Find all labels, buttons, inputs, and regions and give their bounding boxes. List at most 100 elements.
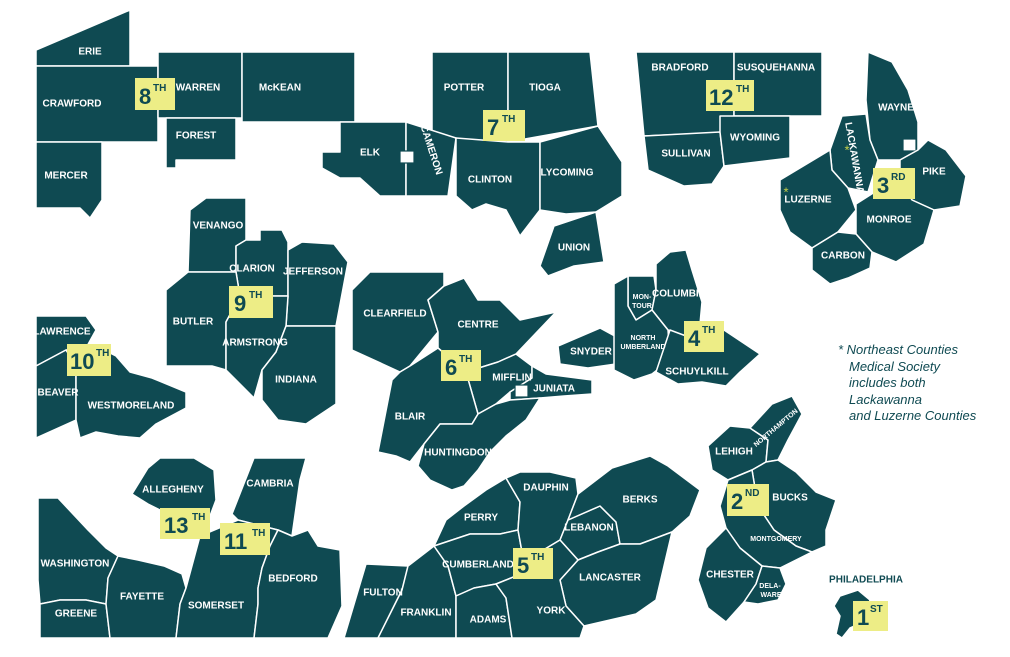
label-clinton: CLINTON (468, 175, 512, 186)
county-forest[interactable] (165, 117, 237, 169)
county-washington[interactable] (37, 497, 119, 605)
county-elk[interactable] (321, 121, 407, 197)
label-somerset: SOMERSET (188, 601, 244, 612)
label-butler: BUTLER (173, 317, 214, 328)
district-1-suffix: ST (870, 604, 883, 615)
county-lycoming[interactable] (539, 125, 623, 215)
county-delaware[interactable] (743, 565, 787, 605)
district-badge-10[interactable]: 10 TH (67, 344, 111, 376)
district-8-number: 8 (139, 84, 151, 109)
county-northumberland[interactable] (613, 275, 671, 381)
district-badge-13[interactable]: 13 TH (160, 508, 210, 539)
label-york: YORK (537, 606, 567, 617)
county-cameron[interactable] (405, 121, 457, 197)
label-clearfield: CLEARFIELD (363, 309, 426, 320)
label-mckean: McKEAN (259, 83, 301, 94)
county-indiana[interactable] (261, 325, 337, 425)
district-4-suffix: TH (702, 325, 715, 336)
footnote-line-2: Medical Society (849, 358, 941, 374)
district-11-suffix: TH (252, 528, 265, 539)
county-crawford[interactable] (35, 65, 159, 143)
district-8-region (35, 9, 356, 219)
label-franklin: FRANKLIN (400, 608, 451, 619)
label-snyder: SNYDER (570, 347, 612, 358)
district-6-number: 6 (445, 355, 457, 380)
district-13-number: 13 (164, 513, 188, 538)
district-badge-2[interactable]: 2 ND (727, 484, 769, 516)
district-badge-8[interactable]: 8 TH (135, 78, 175, 110)
label-armstrong: ARMSTRONG (222, 338, 288, 349)
district-badge-11[interactable]: 11 TH (220, 523, 270, 555)
label-wayne: WAYNE (878, 103, 914, 114)
district-2-number: 2 (731, 489, 743, 514)
juniata-inset-box (514, 384, 529, 398)
district-2-region (697, 395, 871, 639)
district-11-number: 11 (224, 529, 247, 554)
county-bedford[interactable] (253, 529, 343, 639)
label-lebanon: LEBANON (564, 523, 613, 534)
label-schuylkill: SCHUYLKILL (665, 367, 728, 378)
county-union[interactable] (539, 211, 605, 277)
lackawanna-asterisk: * (844, 142, 849, 157)
label-pike: PIKE (922, 167, 946, 178)
label-union: UNION (558, 243, 590, 254)
label-jefferson: JEFFERSON (283, 267, 343, 278)
county-mercer[interactable] (35, 141, 103, 219)
label-elk: ELK (360, 148, 381, 159)
label-beaver: BEAVER (38, 388, 80, 399)
district-12-number: 12 (709, 85, 733, 110)
footnote-line-1: * Northeast Counties (838, 342, 958, 357)
label-northumberland-2: UMBERLAND (620, 344, 665, 351)
label-montgomery: MONTGOMERY (750, 536, 802, 543)
district-9-region (165, 197, 349, 425)
county-wyoming[interactable] (719, 115, 791, 167)
label-wyoming: WYOMING (730, 133, 780, 144)
luzerne-asterisk: * (783, 184, 788, 199)
label-forest: FOREST (176, 131, 217, 142)
wayne-inset-box (902, 138, 917, 152)
district-badge-1[interactable]: 1 ST (853, 601, 888, 631)
district-3-suffix: RD (891, 172, 905, 183)
county-huntingdon[interactable] (417, 397, 541, 491)
label-huntingdon: HUNTINGDON (424, 448, 492, 459)
district-badges: 1 ST 2 ND 3 RD 4 TH 5 TH 6 TH (67, 78, 915, 631)
label-blair: BLAIR (395, 412, 426, 423)
district-badge-9[interactable]: 9 TH (229, 286, 273, 318)
district-3-region (779, 51, 967, 285)
district-badge-4[interactable]: 4 TH (684, 321, 724, 352)
label-delaware-2: WARE (761, 592, 782, 599)
label-northumberland-1: NORTH (631, 335, 656, 342)
county-clinton[interactable] (455, 137, 541, 237)
label-bedford: BEDFORD (268, 574, 317, 585)
district-badge-7[interactable]: 7 TH (483, 110, 525, 141)
cameron-inset-box (399, 150, 415, 164)
county-carbon[interactable] (811, 231, 873, 285)
label-warren: WARREN (176, 83, 220, 94)
label-cambria: CAMBRIA (246, 479, 293, 490)
label-erie: ERIE (78, 47, 102, 58)
district-5-suffix: TH (531, 552, 544, 563)
label-columbia: COLUMBIA (652, 289, 706, 300)
district-badge-12[interactable]: 12 TH (706, 80, 754, 111)
label-indiana: INDIANA (275, 375, 317, 386)
district-badge-3[interactable]: 3 RD (873, 168, 915, 199)
district-8-suffix: TH (153, 83, 166, 94)
label-mifflin: MIFFLIN (492, 373, 531, 384)
label-westmoreland: WESTMORELAND (88, 401, 175, 412)
footnote-line-4: Lackawanna (849, 391, 922, 407)
district-3-number: 3 (877, 173, 889, 198)
district-7-suffix: TH (502, 114, 515, 125)
label-berks: BERKS (622, 495, 657, 506)
label-susquehanna: SUSQUEHANNA (737, 63, 815, 74)
label-allegheny: ALLEGHENY (142, 485, 204, 496)
district-7-region (321, 51, 623, 277)
label-philadelphia: PHILADELPHIA (829, 575, 903, 586)
county-northampton[interactable] (749, 395, 803, 463)
label-sullivan: SULLIVAN (661, 149, 710, 160)
district-badge-5[interactable]: 5 TH (513, 548, 553, 579)
county-luzerne[interactable] (779, 149, 857, 249)
district-badge-6[interactable]: 6 TH (441, 350, 481, 381)
label-greene: GREENE (55, 609, 98, 620)
district-7-number: 7 (487, 115, 499, 140)
county-jefferson[interactable] (285, 241, 349, 327)
